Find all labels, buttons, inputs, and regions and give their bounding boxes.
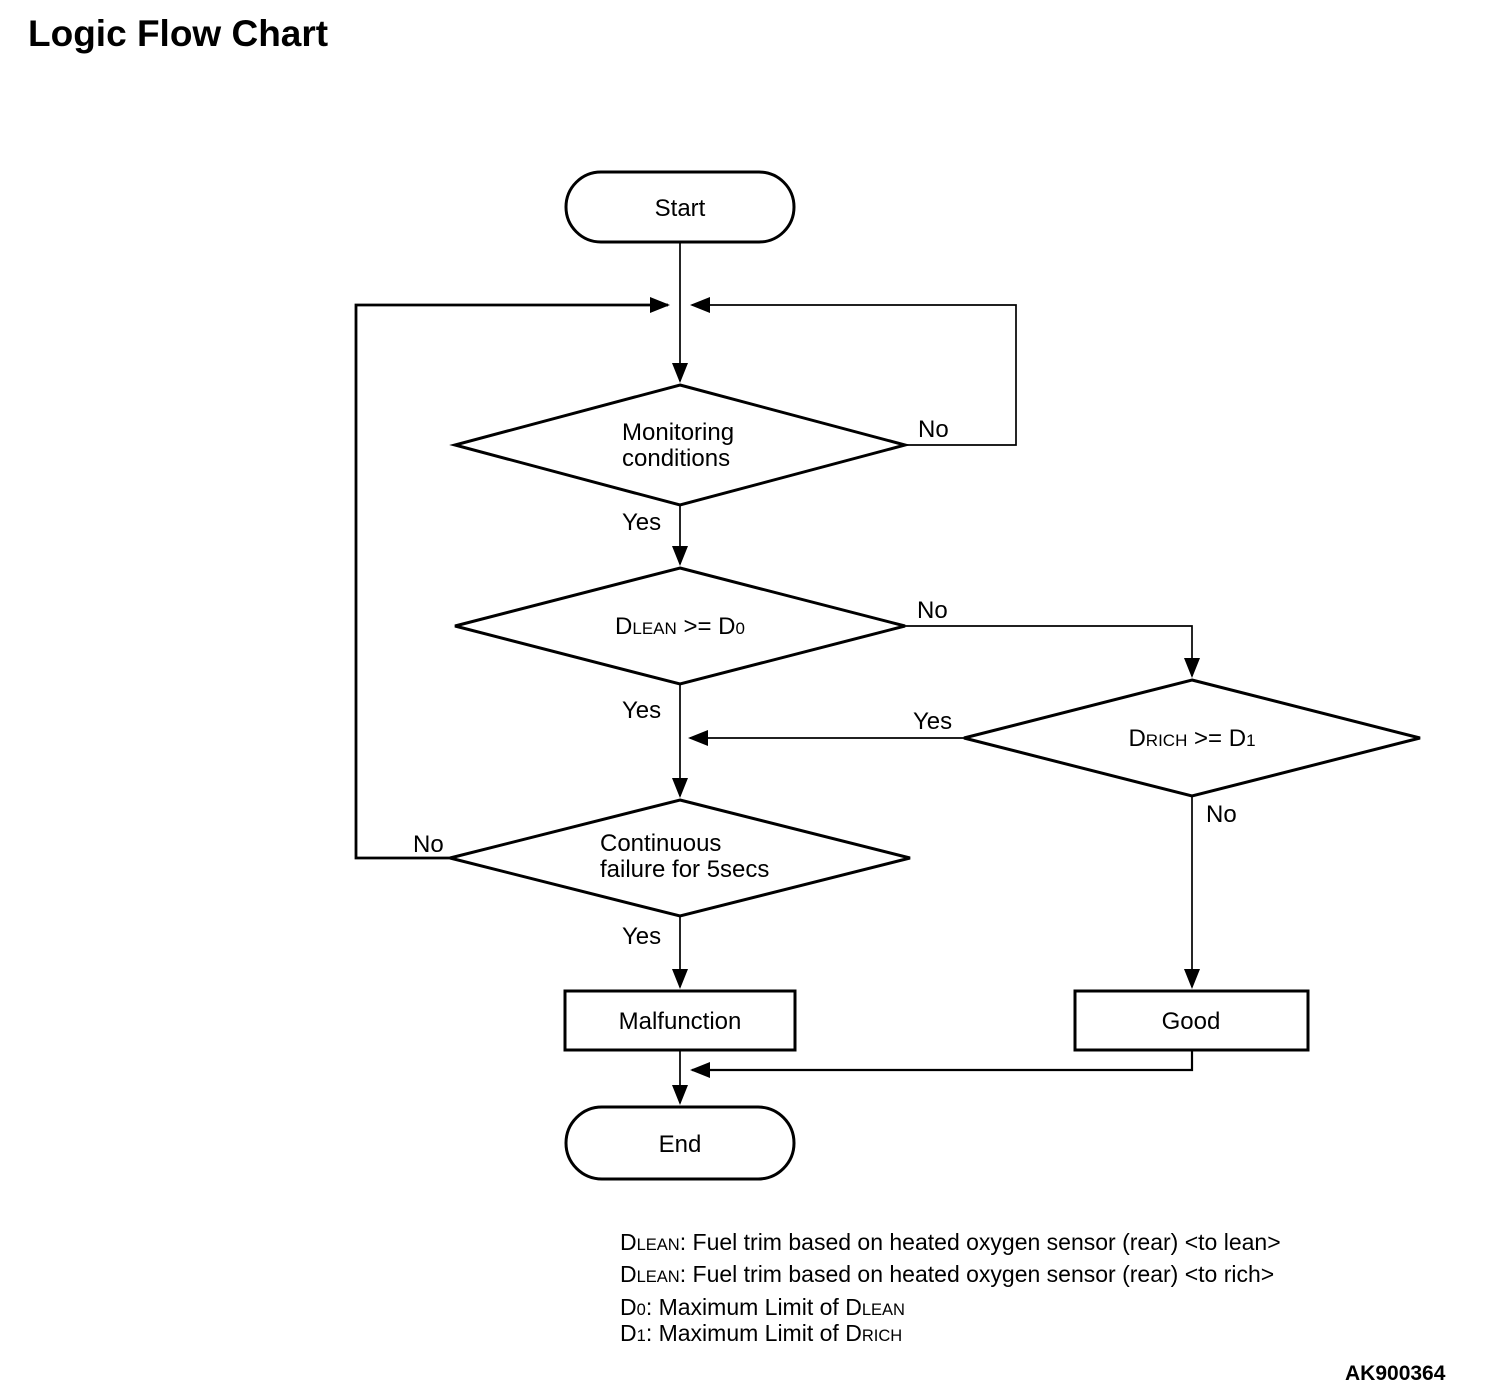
continuous-yes-label: Yes [622,923,661,950]
dlean-yes-label: Yes [622,697,661,724]
edge-good-merge [690,1050,1194,1078]
malfunction-process-shape [563,989,797,1052]
legend-line-d1: D1: Maximum Limit of DRICH [620,1320,902,1350]
legend-term: D [845,1320,862,1346]
figure-code: AK900364 [1345,1362,1446,1385]
legend-term: D [620,1320,637,1346]
legend-term: D [620,1294,637,1320]
edge-dlean-no [905,625,1200,678]
edge-continuous-no-loop [354,297,670,860]
legend-text: : Fuel trim based on heated oxygen senso… [679,1229,1281,1255]
continuous-decision-shape [449,798,911,918]
malfunction-label: Malfunction [619,1008,742,1035]
legend-term: D [620,1261,637,1287]
continuous-no-label: No [413,831,444,858]
edge-monitoring-no-loop [690,297,1017,446]
legend-text: : Maximum Limit of [645,1320,846,1346]
drich-label: DRICH >= D1 [1128,725,1255,752]
monitoring-no-label: No [918,416,949,443]
monitoring-yes-label: Yes [622,509,661,536]
page-title: Logic Flow Chart [28,13,329,54]
good-process-shape [1073,989,1310,1052]
monitoring-decision-shape [449,383,911,507]
dlean-label: DLEAN >= D0 [615,613,745,640]
legend-term-sub: 1 [636,1327,646,1345]
start-terminator-shape [564,170,796,244]
good-label: Good [1162,1008,1221,1035]
legend-term-sub: LEAN [636,1268,680,1286]
drich-yes-label: Yes [913,708,952,735]
start-label: Start [655,195,706,222]
legend-term-sub: LEAN [636,1236,680,1254]
legend-term-sub: 0 [636,1301,646,1319]
drich-no-label: No [1206,801,1237,828]
legend-term: D [620,1229,637,1255]
legend-line-d0: D0: Maximum Limit of DLEAN [620,1294,905,1324]
legend-term-sub: RICH [861,1327,903,1345]
monitoring-label: Monitoring conditions [622,419,741,472]
legend-term: D [845,1294,862,1320]
dlean-decision-shape [454,566,906,686]
legend-text: : Maximum Limit of [645,1294,846,1320]
legend-line-dlean-lean: DLEAN: Fuel trim based on heated oxygen … [620,1229,1281,1259]
drich-decision-shape [963,678,1421,798]
legend-line-dlean-rich: DLEAN: Fuel trim based on heated oxygen … [620,1261,1274,1291]
legend-term-sub: LEAN [861,1301,905,1319]
legend-text: : Fuel trim based on heated oxygen senso… [679,1261,1275,1287]
end-terminator-shape [564,1105,796,1181]
dlean-no-label: No [917,597,948,624]
end-label: End [659,1131,702,1158]
continuous-label: Continuous failure for 5secs [600,830,769,883]
